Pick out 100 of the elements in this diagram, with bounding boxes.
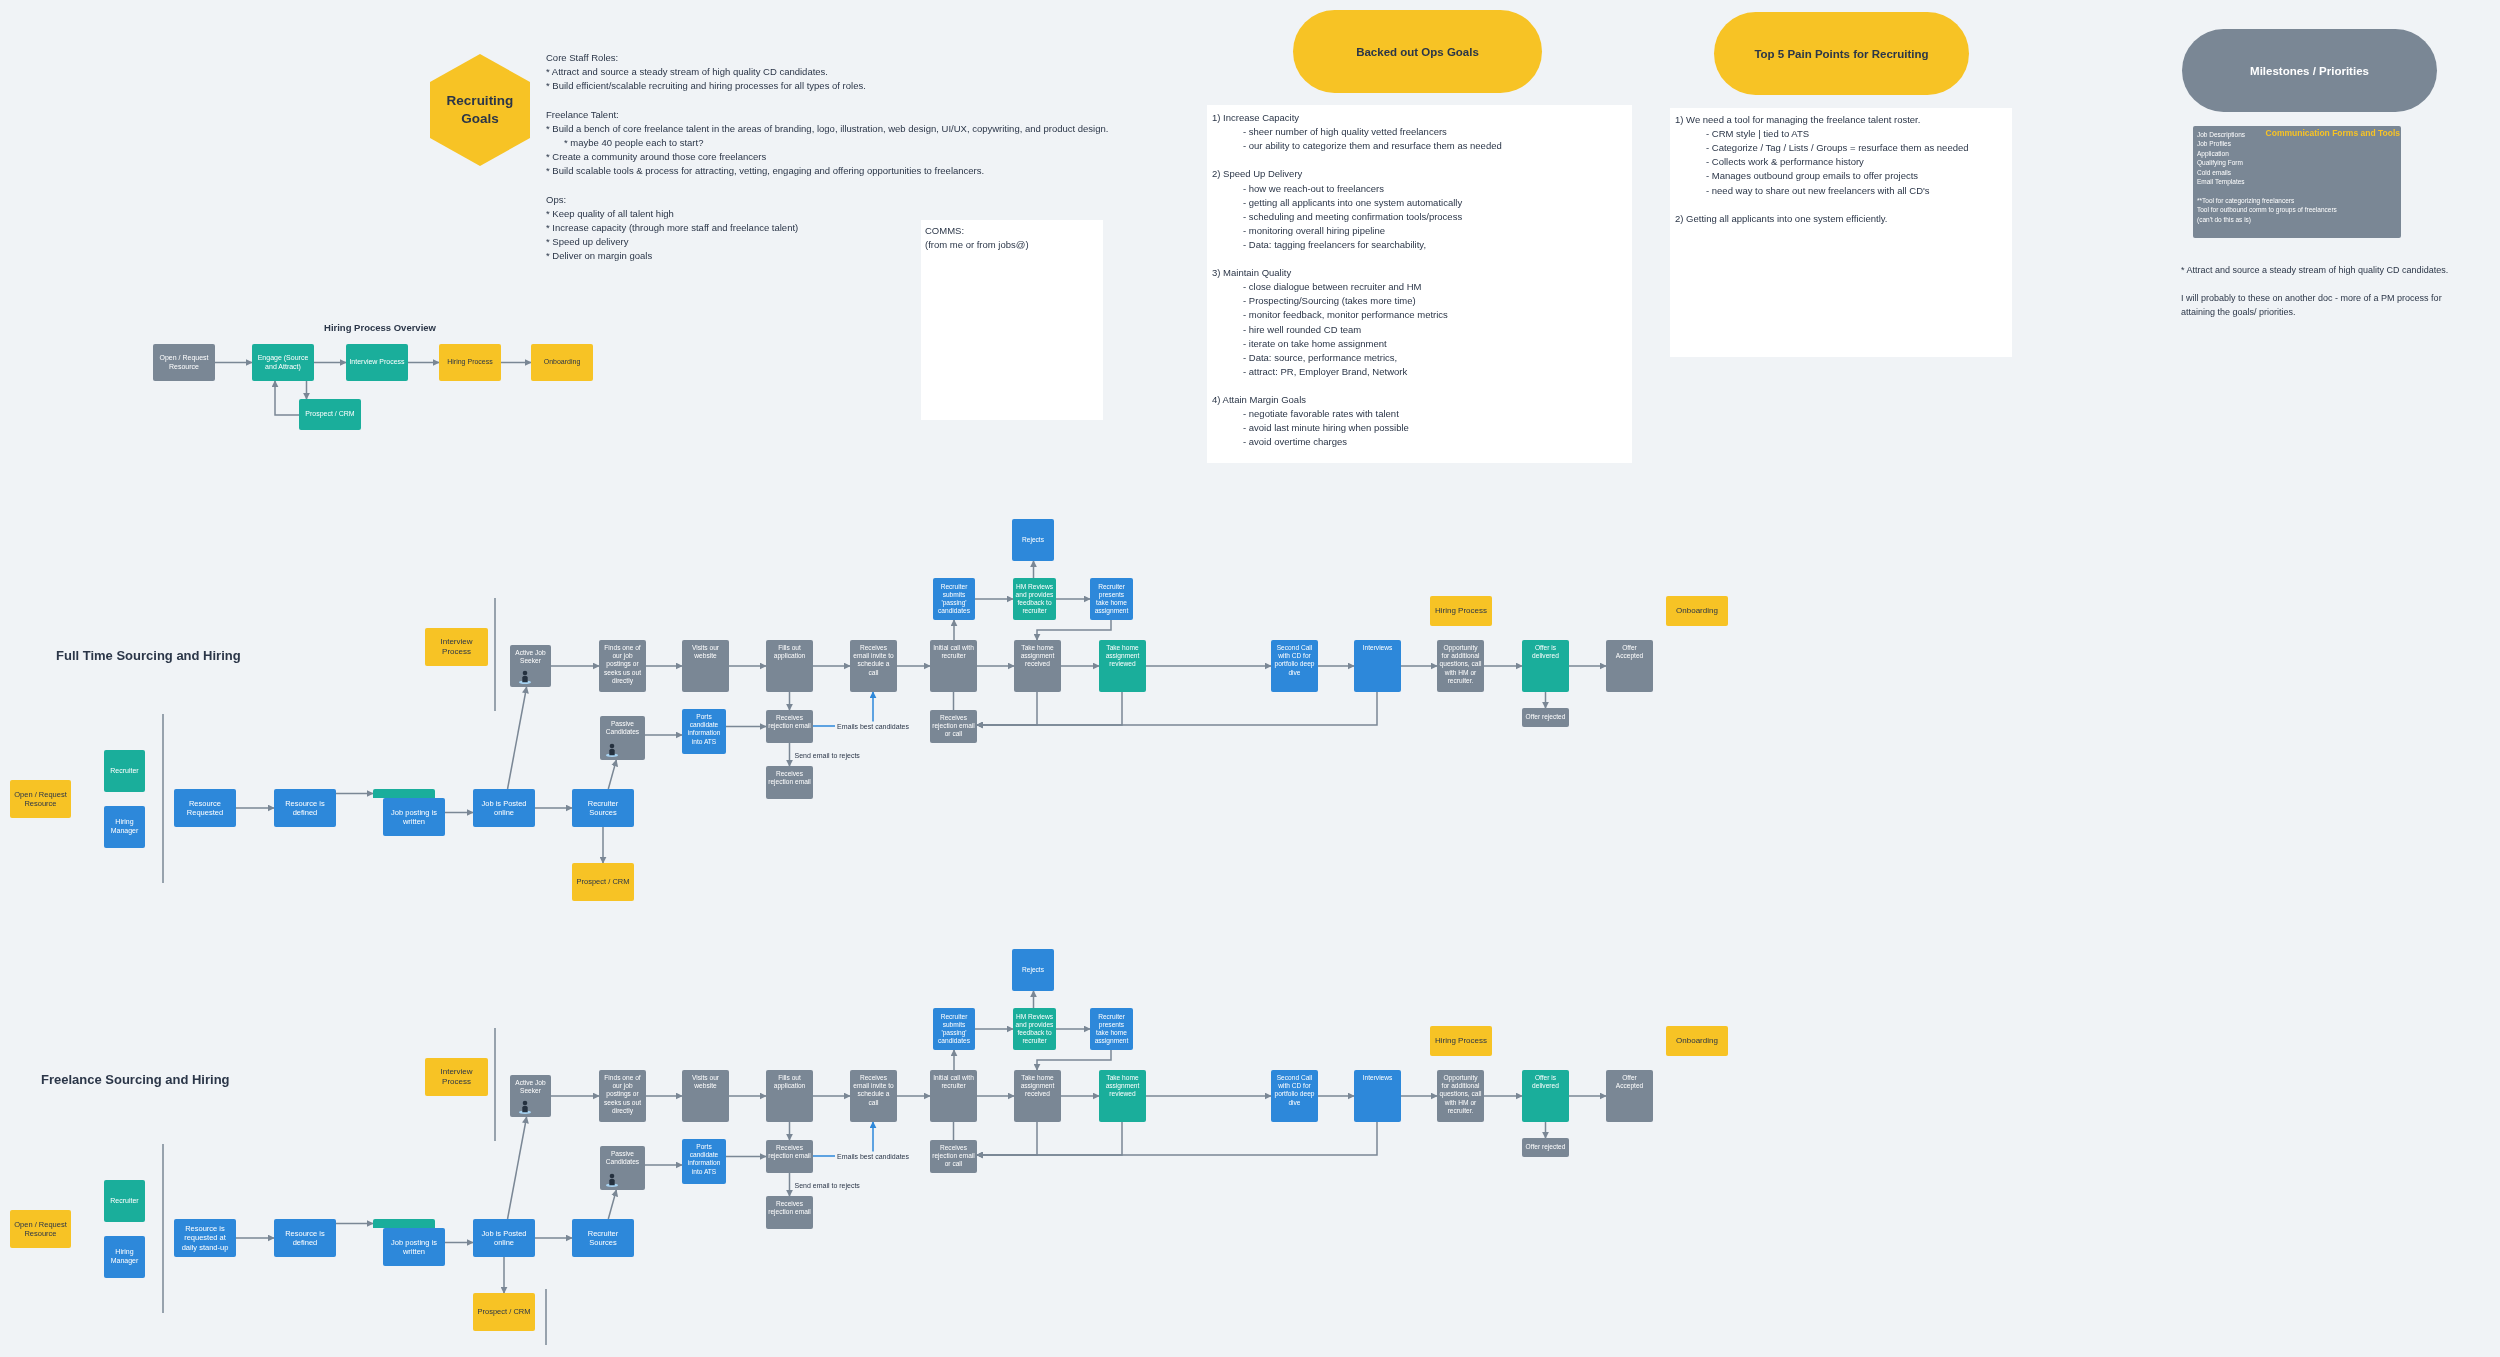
process-box xyxy=(930,640,977,692)
arrow xyxy=(550,662,600,670)
arrow xyxy=(444,809,474,816)
arrow xyxy=(1030,560,1037,579)
arrow xyxy=(1542,1121,1549,1139)
note-text: * maybe 40 people each to start? xyxy=(564,135,704,150)
process-box xyxy=(252,344,314,381)
arrow xyxy=(599,826,607,864)
note-line: - CRM style | tied to ATS xyxy=(1706,127,1810,142)
arrow xyxy=(812,1092,851,1100)
note-line: 1) Increase Capacity xyxy=(1212,111,1300,125)
process-box xyxy=(274,789,336,827)
process-box xyxy=(473,1219,535,1257)
note-text: * Attract and source a steady stream of high quality CD candidates. xyxy=(2181,264,2449,277)
process-box xyxy=(1522,1070,1569,1122)
heading-text: Top 5 Pain Points for Recruiting xyxy=(1754,47,1929,60)
process-box xyxy=(600,716,645,760)
process-box xyxy=(682,1139,726,1184)
process-box xyxy=(1522,640,1569,692)
process-box xyxy=(682,709,726,754)
arrow xyxy=(1030,990,1037,1009)
stage-box xyxy=(572,863,634,901)
process-box xyxy=(1271,1070,1318,1122)
arrow xyxy=(974,1025,1014,1033)
process-box xyxy=(682,1070,729,1122)
process-box xyxy=(1354,1070,1401,1122)
process-box xyxy=(104,1180,145,1222)
arrow xyxy=(444,1239,474,1246)
note-line: - iterate on take home assignment xyxy=(1243,336,1387,351)
process-box xyxy=(510,645,551,687)
arrow xyxy=(976,1092,1015,1100)
note-line: 2) Speed Up Delivery xyxy=(1212,167,1303,182)
process-box xyxy=(473,789,535,827)
note-line: - scheduling and meeting confirmation tools/process xyxy=(1243,209,1463,224)
arrow xyxy=(725,1153,767,1160)
note-line: - avoid overtime charges xyxy=(1243,435,1348,450)
process-box xyxy=(572,1219,634,1257)
note-text: Ops: xyxy=(546,192,567,207)
process-box xyxy=(104,1236,145,1278)
arrow xyxy=(235,1234,275,1242)
note-line: - Categorize / Tag / Lists / Groups = resurface them as needed xyxy=(1706,141,1969,156)
step-text: Hiring Process xyxy=(1434,1036,1488,1046)
stage-box xyxy=(10,1210,71,1248)
arrow xyxy=(786,1121,793,1141)
arrow xyxy=(644,1161,683,1169)
note-line: - close dialogue between recruiter and HM xyxy=(1243,280,1422,295)
arrow xyxy=(896,1092,931,1100)
section-title: Freelance Sourcing and Hiring xyxy=(41,1072,230,1088)
process-box xyxy=(1437,640,1484,692)
process-box xyxy=(1437,1070,1484,1122)
arrow xyxy=(335,1220,374,1227)
process-box xyxy=(766,1196,813,1229)
arrow xyxy=(1317,662,1355,670)
arrow xyxy=(976,691,1378,729)
note-text: * Create a community around those core freelancers xyxy=(546,150,767,165)
card-heading: Communication Forms and Tools xyxy=(2265,128,2400,139)
arrow xyxy=(335,790,374,797)
arrow xyxy=(644,731,683,739)
note-line: - monitor feedback, monitor performance metrics xyxy=(1243,308,1448,323)
arrow xyxy=(1568,1092,1607,1100)
note-line: 1) We need a tool for managing the freelance talent roster. xyxy=(1675,113,1921,127)
note-text: Freelance Talent: xyxy=(546,107,619,122)
process-box xyxy=(850,1070,897,1122)
stage-box xyxy=(439,344,501,381)
process-box xyxy=(104,750,145,792)
note-line: - Prospecting/Sourcing (takes more time) xyxy=(1243,294,1416,309)
step-text: Hiring Process xyxy=(1434,606,1488,616)
section-title: Full Time Sourcing and Hiring xyxy=(56,648,241,664)
note-line: - Collects work & performance history xyxy=(1706,155,1864,170)
process-box xyxy=(1522,708,1569,727)
arrow xyxy=(1145,1092,1272,1100)
arrow xyxy=(974,595,1014,603)
arrow xyxy=(1033,1049,1112,1071)
step-text: Onboarding xyxy=(1675,606,1719,616)
process-box xyxy=(766,710,813,743)
arrow xyxy=(976,1121,1378,1159)
step-text: Interview Process xyxy=(439,637,474,657)
arrow xyxy=(235,804,275,812)
stage-box xyxy=(531,344,593,381)
process-box xyxy=(1014,640,1061,692)
stage-box xyxy=(425,628,488,666)
process-box xyxy=(346,344,408,381)
note-line: - hire well rounded CD team xyxy=(1243,322,1362,337)
arrow xyxy=(214,359,253,366)
arrow xyxy=(607,1189,619,1220)
stage-box xyxy=(1430,1026,1492,1056)
process-box xyxy=(174,789,236,827)
note-line: 2) Getting all applicants into one system efficiently. xyxy=(1675,211,1888,226)
arrow xyxy=(728,662,767,670)
arrow xyxy=(506,686,529,790)
process-box xyxy=(510,1075,551,1117)
process-box xyxy=(274,1219,336,1257)
process-box xyxy=(1522,1138,1569,1157)
note-line: - our ability to categorize them and resurface them as needed xyxy=(1243,139,1502,154)
arrow xyxy=(407,359,440,366)
arrow xyxy=(1055,595,1091,603)
note-line: (from me or from jobs@) xyxy=(925,238,1029,253)
note-line: - Manages outbound group emails to offer projects xyxy=(1706,169,1919,184)
step-text: Onboarding xyxy=(1675,1036,1719,1046)
arrow xyxy=(271,380,300,416)
